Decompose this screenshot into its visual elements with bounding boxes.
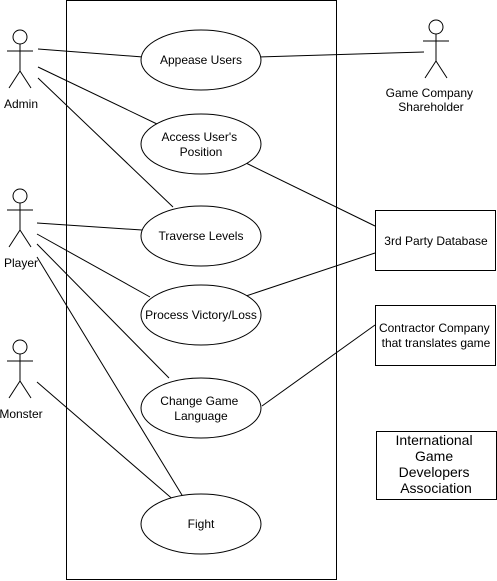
use-case-traverse-levels[interactable]: Traverse Levels [140, 205, 262, 267]
use-case-access-position[interactable]: Access User's Position [140, 113, 262, 175]
line-player-process [36, 233, 151, 298]
use-case-appease-users[interactable]: Appease Users [140, 29, 262, 91]
system-label: Contractor Company that translates game [379, 321, 493, 350]
system-label: International Game Developers Associatio… [396, 432, 477, 496]
actor-head [428, 19, 444, 35]
actor-shareholder: Game Company Shareholder [386, 19, 477, 114]
line-access-database [245, 162, 376, 227]
actor-monster-label: Monster [0, 407, 43, 421]
line-change-language-contractor [261, 324, 376, 407]
use-case-change-game-language[interactable]: Change Game Language [140, 377, 262, 439]
association-lines [36, 48, 425, 503]
line-admin-access [37, 66, 158, 125]
system-third-party-database[interactable]: 3rd Party Database [375, 210, 496, 271]
system-contractor-company[interactable]: Contractor Company that translates game [375, 305, 496, 366]
actor-head [12, 29, 28, 45]
use-case-label: Traverse Levels [159, 229, 244, 243]
line-process-database [245, 252, 376, 297]
use-case-process-victory-loss[interactable]: Process Victory/Loss [140, 284, 262, 346]
actor-monster: Monster [0, 339, 43, 421]
system-label: 3rd Party Database [384, 234, 488, 248]
line-admin-appease [37, 48, 144, 58]
use-case-label: Process Victory/Loss [145, 308, 257, 322]
line-player-change-language [36, 243, 170, 379]
actor-admin: Admin [4, 29, 38, 111]
line-shareholder-appease [257, 51, 425, 58]
actor-admin-label: Admin [4, 97, 38, 111]
system-igda[interactable]: International Game Developers Associatio… [376, 431, 497, 500]
actor-player-label: Player [4, 256, 38, 270]
actor-head [12, 188, 28, 204]
use-case-label: Fight [188, 517, 215, 531]
line-admin-traverse [37, 77, 174, 208]
actor-player: Player [4, 188, 38, 270]
actor-head [12, 339, 28, 355]
use-case-label: Change Game Language [160, 394, 241, 423]
line-monster-fight [36, 381, 177, 503]
use-case-label: Access User's Position [162, 130, 241, 159]
line-player-traverse [36, 222, 143, 231]
use-case-label: Appease Users [160, 53, 242, 67]
use-case-fight[interactable]: Fight [140, 493, 262, 555]
line-player-fight [36, 256, 186, 501]
actor-shareholder-label: Game Company Shareholder [386, 86, 477, 114]
